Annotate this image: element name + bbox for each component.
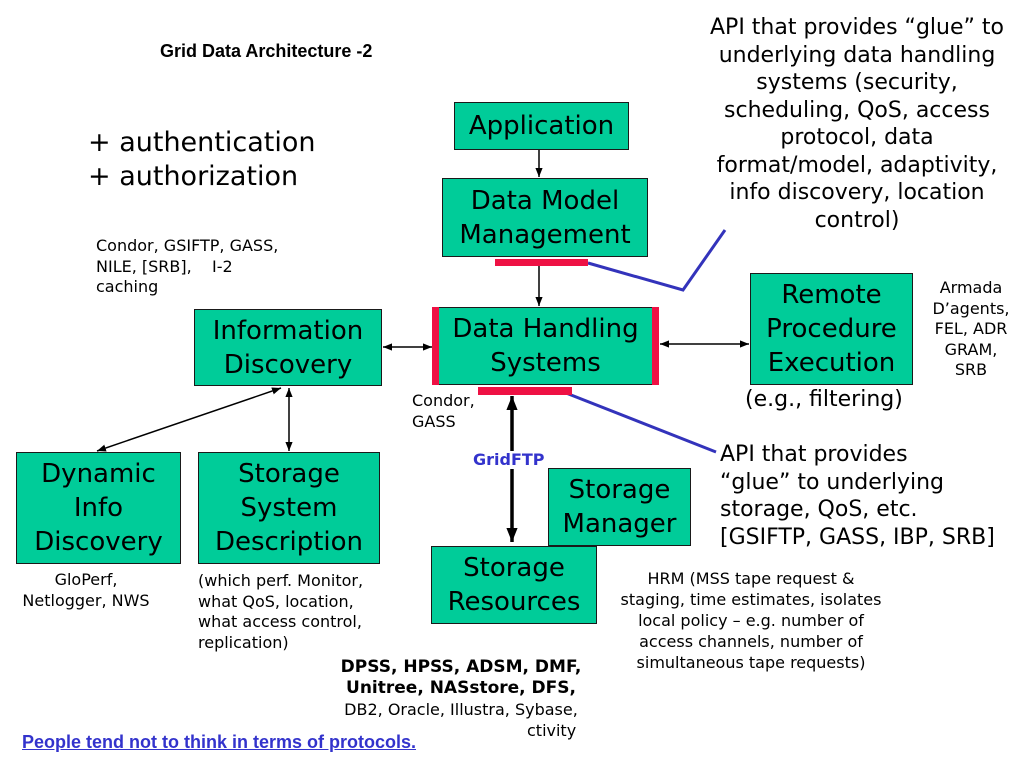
- information-discovery-label: Information Discovery: [212, 315, 364, 380]
- storage-system-description-box: Storage System Description: [198, 452, 380, 564]
- data-handling-api-bar: [478, 387, 572, 395]
- remote-procedure-note: (e.g., filtering): [745, 387, 903, 412]
- protocols-link[interactable]: People tend not to think in terms of pro…: [22, 732, 417, 752]
- remote-procedure-execution-box: Remote Procedure Execution: [750, 273, 913, 385]
- dynamic-info-discovery-label: Dynamic Info Discovery: [34, 459, 163, 557]
- auth-notes: + authentication + authorization: [88, 127, 316, 192]
- storage-resources-box: Storage Resources: [431, 546, 597, 624]
- information-discovery-box: Information Discovery: [194, 309, 382, 386]
- data-handling-left-bar: [432, 307, 439, 385]
- application-label: Application: [468, 111, 615, 141]
- data-model-api-bar: [495, 259, 588, 266]
- callout-line-data-handling-api: [565, 391, 717, 454]
- gridftp-label: GridFTP: [470, 451, 548, 469]
- callout-line-data-model-api: [587, 229, 727, 292]
- data-handling-right-bar: [652, 307, 659, 385]
- arrow-information-to-dynamic-info: [96, 387, 282, 452]
- storage-description-note: (which perf. Monitor, what QoS, location…: [198, 571, 364, 652]
- storage-system-description-label: Storage System Description: [214, 459, 364, 557]
- remote-procedure-execution-label: Remote Procedure Execution: [766, 280, 897, 378]
- application-box: Application: [454, 102, 629, 150]
- data-model-management-box: Data Model Management: [442, 178, 648, 257]
- hrm-note: HRM (MSS tape request & staging, time es…: [620, 569, 882, 672]
- storage-systems-bold-lines: DPSS, HPSS, ADSM, DMF, Unitree, NASstore…: [340, 657, 582, 698]
- info-discovery-examples: Condor, GSIFTP, GASS, NILE, [SRB], I-2 c…: [96, 236, 279, 296]
- storage-systems-list: DPSS, HPSS, ADSM, DMF, Unitree, NASstore…: [320, 657, 602, 720]
- slide-title: Grid Data Architecture -2: [160, 41, 373, 61]
- dynamic-info-discovery-box: Dynamic Info Discovery: [16, 452, 181, 564]
- storage-resources-label: Storage Resources: [447, 553, 581, 617]
- data-handling-systems-box: Data Handling Systems: [433, 307, 658, 385]
- storage-systems-db-line: DB2, Oracle, Illustra, Sybase,: [344, 700, 578, 719]
- dynamic-info-examples: GloPerf, Netlogger, NWS: [22, 570, 150, 610]
- data-model-management-label: Data Model Management: [459, 185, 631, 250]
- storage-manager-label: Storage Manager: [562, 475, 677, 539]
- api-storage-callout: API that provides “glue” to underlying s…: [720, 442, 995, 550]
- storage-systems-tail: ctivity: [527, 721, 577, 740]
- api-data-handling-callout: API that provides “glue” to underlying d…: [710, 15, 1004, 233]
- data-handling-systems-label: Data Handling Systems: [452, 314, 639, 378]
- data-handling-examples: Condor, GASS: [412, 391, 475, 431]
- remote-procedure-examples: Armada D’agents, FEL, ADR GRAM, SRB: [932, 278, 1010, 379]
- storage-manager-box: Storage Manager: [548, 468, 691, 546]
